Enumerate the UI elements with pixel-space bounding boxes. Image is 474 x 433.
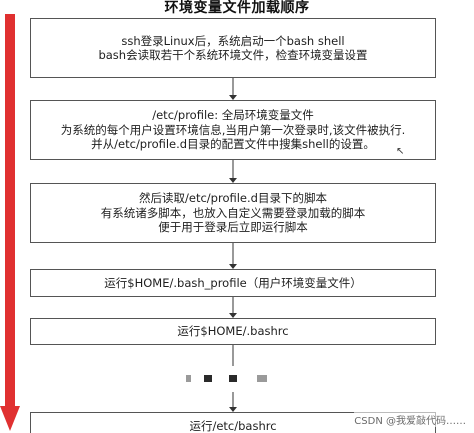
step-text: /etc/profile: 全局环境变量文件: [152, 108, 314, 123]
ellipsis-dot: [204, 375, 212, 382]
connector-6-head: [229, 407, 237, 412]
connector-1-head: [229, 95, 237, 100]
step-box-ssh-login: ssh登录Linux后，系统启动一个bash shell bash会读取若干个系…: [30, 18, 436, 78]
step-box-profile-d: 然后读取/etc/profile.d目录下的脚本 有系统诸多脚本，也放入自定义需…: [30, 183, 436, 243]
step-text: bash会读取若干个系统环境文件，检查环境变量设置: [98, 48, 368, 62]
mouse-cursor-icon: ↖: [396, 146, 405, 157]
connector-3-head: [229, 264, 237, 269]
step-text: ssh登录Linux后，系统启动一个bash shell: [121, 33, 345, 48]
step-text: 运行$HOME/.bash_profile（用户环境变量文件）: [104, 275, 362, 290]
step-box-etc-profile: /etc/profile: 全局环境变量文件 为系统的每个用户设置环境信息,当用…: [30, 100, 436, 160]
step-text: 并从/etc/profile.d目录的配置文件中搜集shell的设置。: [91, 137, 375, 152]
ellipsis-dot: [229, 375, 237, 382]
step-text: 然后读取/etc/profile.d目录下的脚本: [139, 191, 327, 206]
connector-2-head: [229, 178, 237, 183]
step-box-etc-bashrc: 运行/etc/bashrc: [30, 412, 436, 433]
ellipsis-dot: [186, 375, 191, 382]
step-text: 运行$HOME/.bashrc: [177, 324, 289, 339]
diagram-title: 环境变量文件加载顺序: [164, 0, 310, 16]
connector-4-head: [229, 313, 237, 318]
ellipsis-dot: [257, 375, 267, 382]
sequence-arrow: [0, 14, 20, 431]
watermark: CSDN @我爱敲代码……: [354, 412, 466, 427]
step-text: 为系统的每个用户设置环境信息,当用户第一次登录时,该文件被执行.: [60, 122, 406, 137]
continuation-ellipsis: [0, 372, 474, 386]
step-text: 有系统诸多脚本，也放入自定义需要登录加载的脚本: [100, 205, 366, 220]
step-text: 便于用于登录后立即运行脚本: [158, 220, 308, 235]
step-box-bash-profile: 运行$HOME/.bash_profile（用户环境变量文件）: [30, 269, 436, 297]
step-text: 运行/etc/bashrc: [189, 418, 277, 433]
step-box-bashrc: 运行$HOME/.bashrc: [30, 318, 436, 345]
